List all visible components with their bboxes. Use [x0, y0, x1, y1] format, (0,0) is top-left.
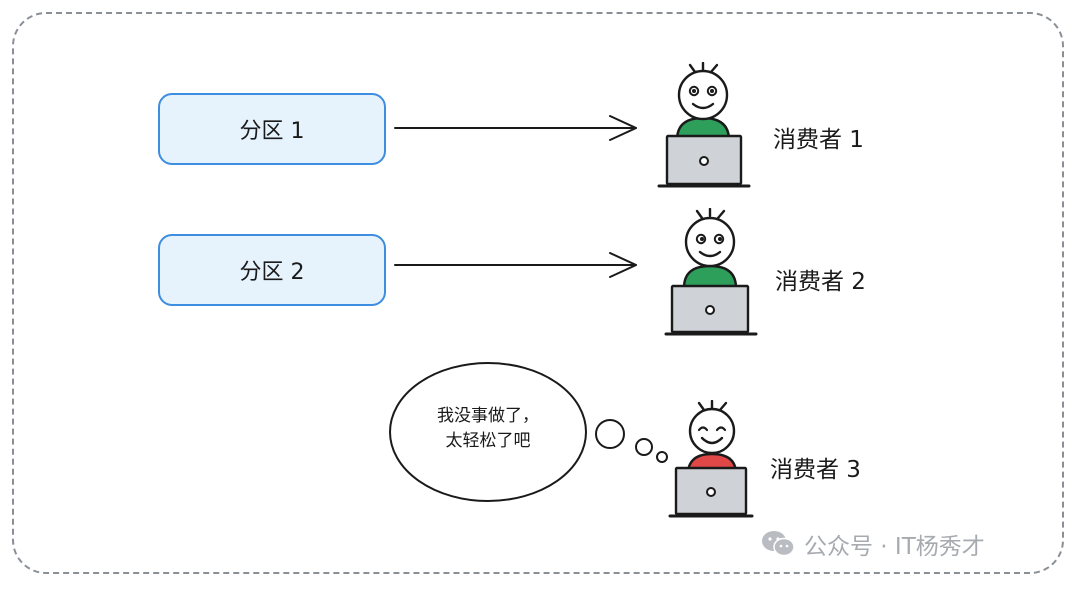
consumer-2-figure — [664, 208, 758, 336]
thought-dot-large — [595, 419, 625, 449]
thought-dot-small — [656, 451, 668, 463]
arrow-partition-1-to-consumer-1 — [394, 115, 637, 141]
wechat-icon — [762, 531, 795, 557]
thought-dot-medium — [635, 438, 653, 456]
consumer-3-figure — [668, 400, 754, 518]
thought-line-2: 太轻松了吧 — [445, 431, 531, 451]
consumer-1-eyes — [688, 85, 718, 97]
thought-bubble — [389, 362, 587, 502]
watermark-text: 公众号 · IT杨秀才 — [804, 534, 985, 560]
partition-1-box: 分区 1 — [158, 93, 386, 165]
arrow-partition-2-to-consumer-2 — [394, 252, 637, 278]
partition-1-label: 分区 1 — [239, 119, 305, 144]
partition-2-box: 分区 2 — [158, 234, 386, 306]
consumer-2-eyes — [695, 233, 725, 245]
consumer-1-figure — [657, 62, 751, 188]
consumer-3-eyes — [697, 426, 727, 432]
partition-2-label: 分区 2 — [239, 260, 305, 285]
consumer-2-label: 消费者 2 — [775, 269, 866, 295]
consumer-1-label: 消费者 1 — [773, 127, 864, 153]
thought-line-1: 我没事做了， — [437, 406, 539, 426]
watermark: 公众号 · IT杨秀才 — [760, 526, 985, 562]
diagram-frame — [12, 12, 1064, 574]
consumer-3-label: 消费者 3 — [770, 457, 861, 483]
thought-bubble-text: 我没事做了， 太轻松了吧 — [390, 404, 586, 454]
